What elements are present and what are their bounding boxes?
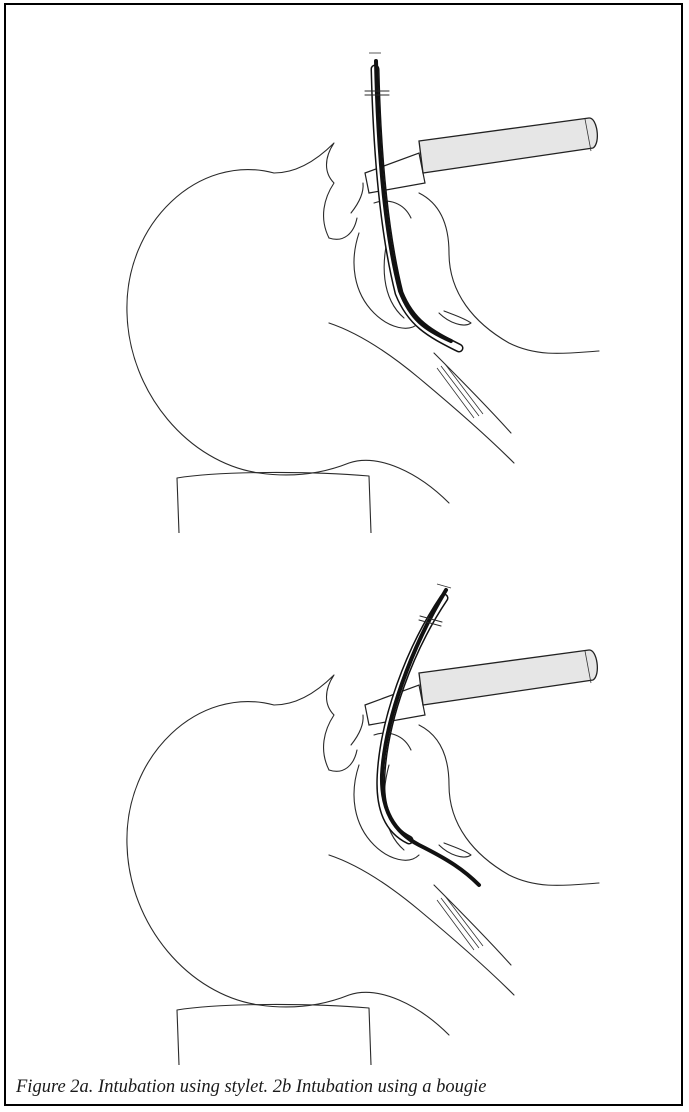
face-profile — [274, 675, 334, 770]
lower-lip — [351, 183, 363, 213]
neck-back — [329, 323, 514, 463]
face-profile — [274, 143, 334, 238]
endotracheal-tube — [375, 69, 459, 348]
epiglottis — [439, 843, 471, 857]
vocal-cords — [437, 364, 483, 418]
panel-2b-bougie-illustration — [119, 570, 614, 1065]
bougie — [382, 590, 479, 885]
head-outline — [127, 702, 449, 1035]
stylet-intubation-drawing — [119, 33, 614, 533]
laryngoscope-handle — [419, 650, 597, 705]
pillow — [177, 472, 371, 533]
upper-lip — [329, 218, 357, 239]
laryngoscope-blade — [365, 153, 425, 193]
throat-front — [419, 193, 599, 353]
neck-back — [329, 855, 514, 995]
bougie-intubation-drawing — [119, 570, 614, 1065]
upper-lip — [329, 750, 357, 771]
lower-lip — [351, 715, 363, 745]
panel-2a-stylet-illustration — [119, 33, 614, 533]
figure-caption: Figure 2a. Intubation using stylet. 2b I… — [16, 1077, 487, 1098]
figure-frame: Figure 2a. Intubation using stylet. 2b I… — [4, 3, 683, 1106]
laryngoscope-handle — [419, 118, 597, 173]
vocal-cords — [437, 896, 483, 950]
epiglottis — [439, 311, 471, 325]
head-outline — [127, 170, 449, 503]
pillow — [177, 1004, 371, 1065]
tube-tip-marker — [437, 584, 451, 588]
